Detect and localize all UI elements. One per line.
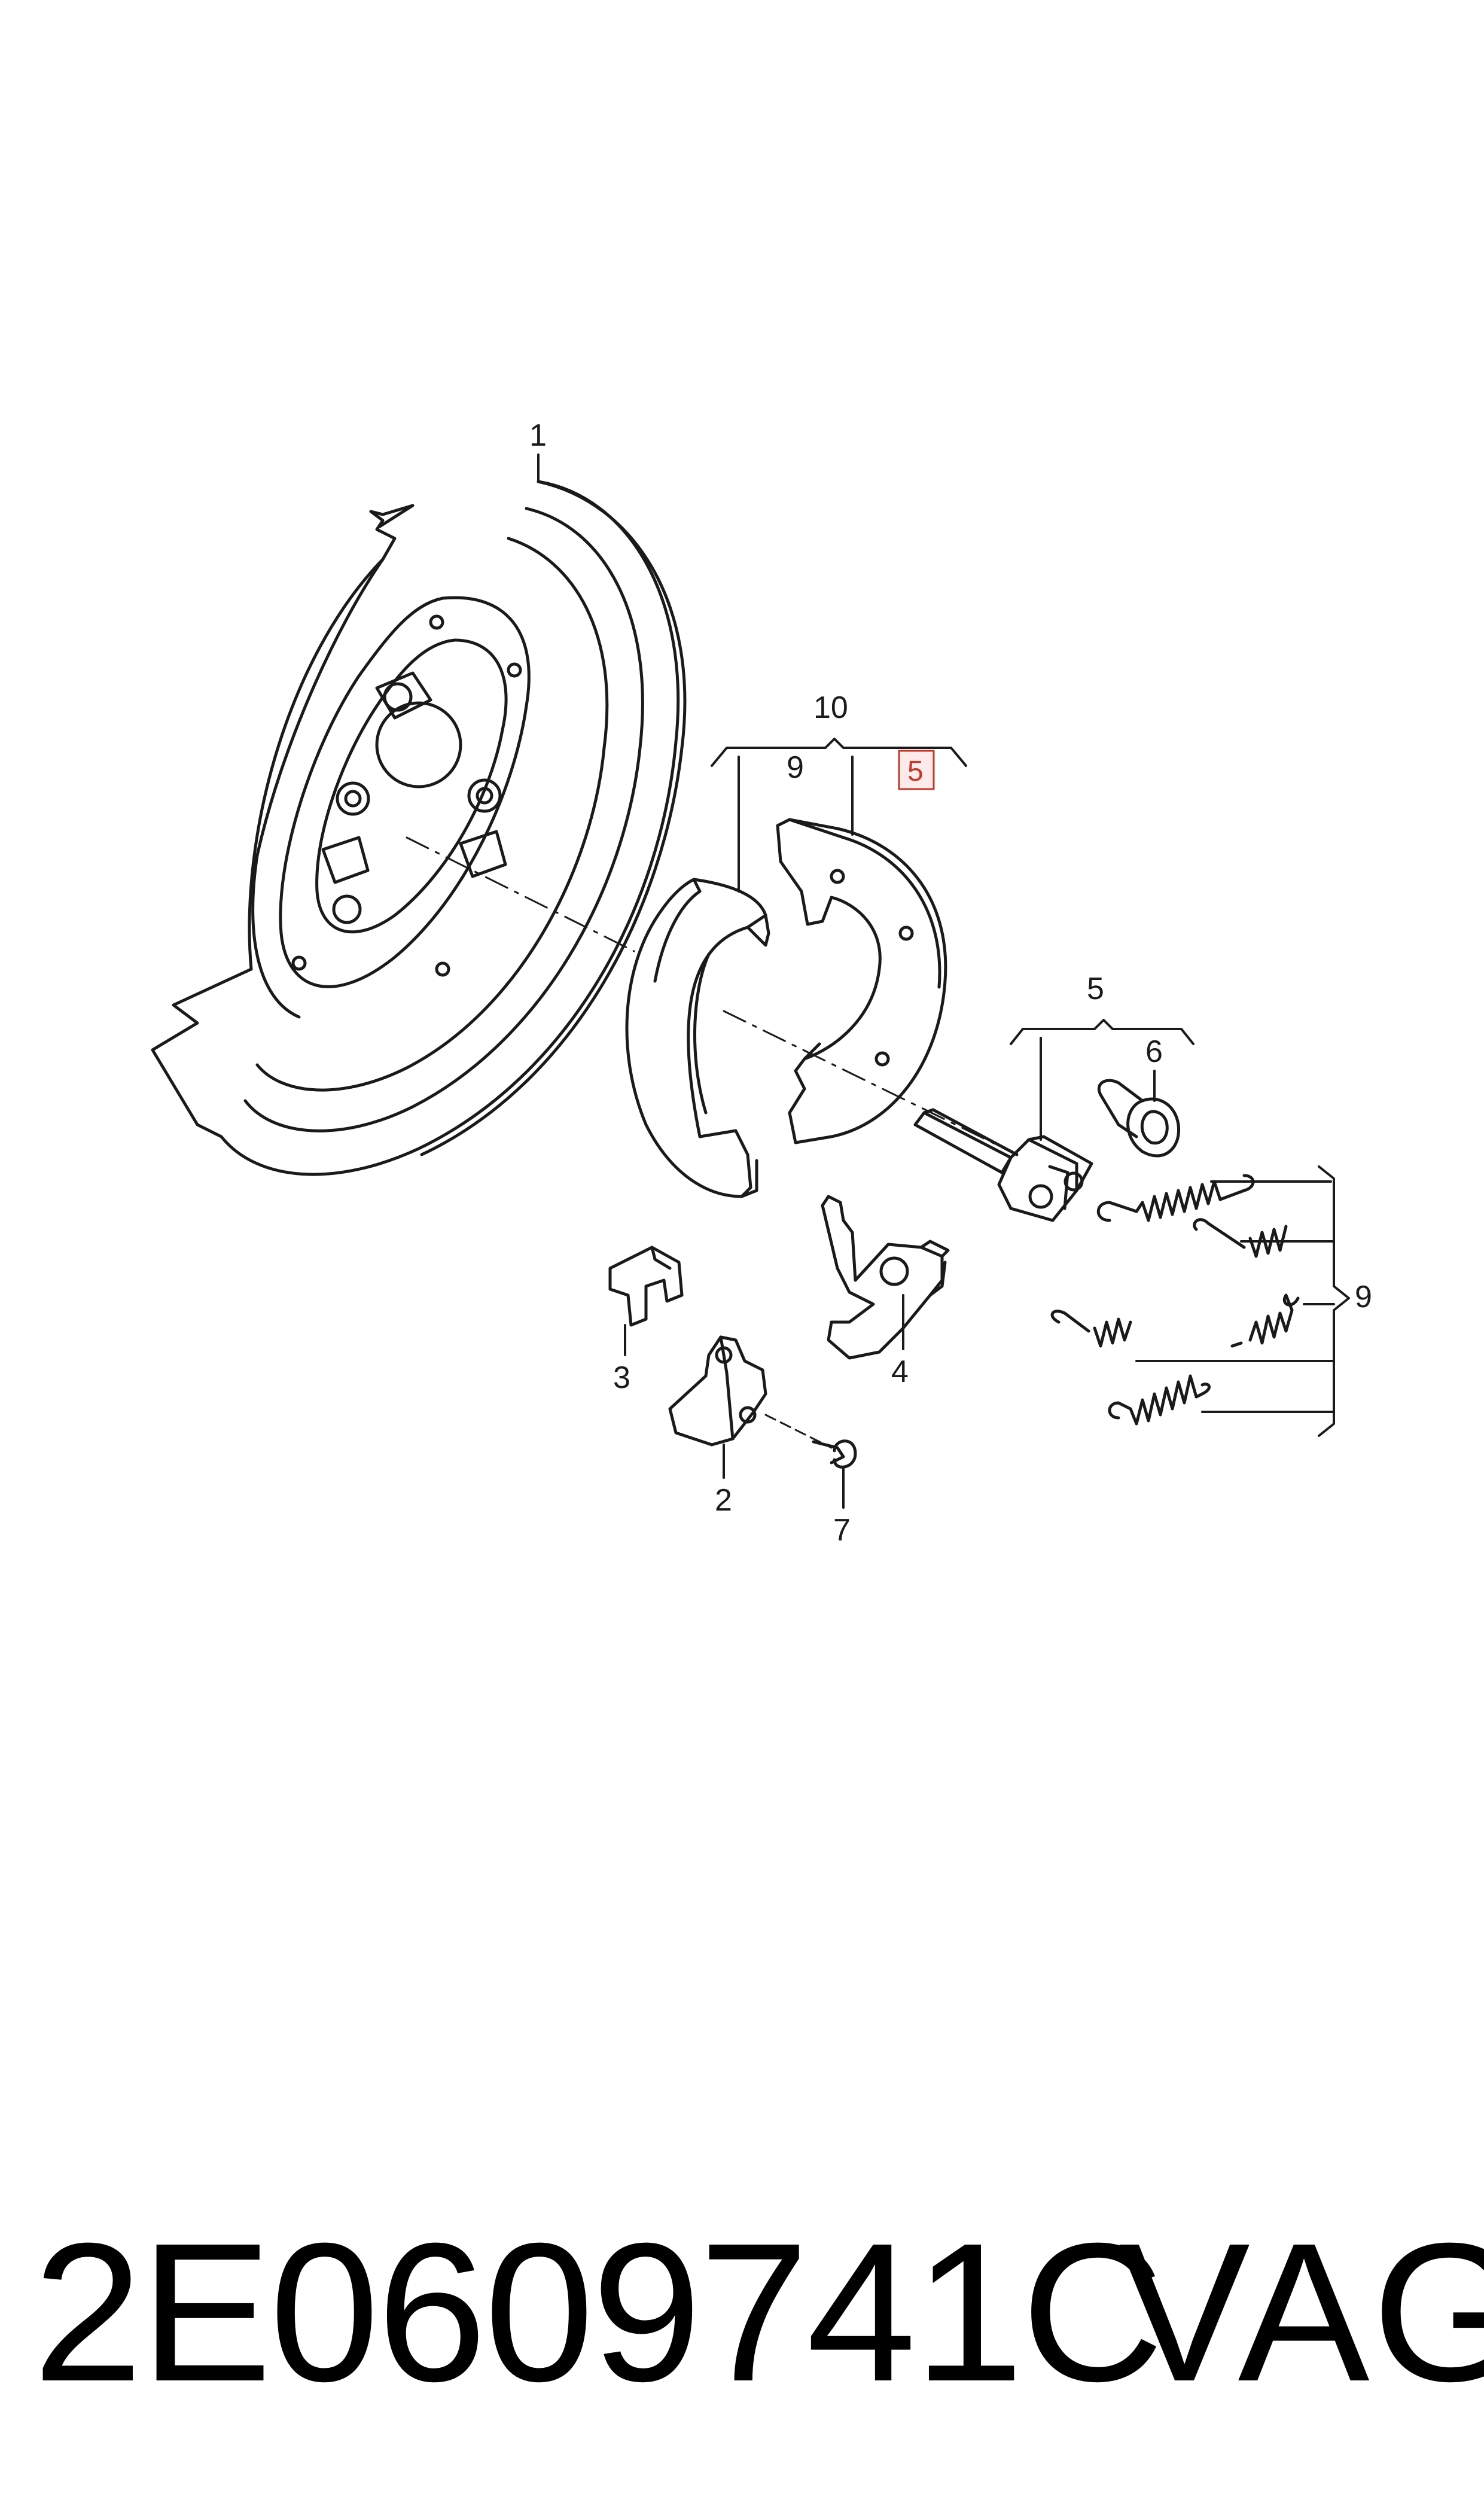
callout-9-shoes: 9 xyxy=(787,750,804,785)
mounting-bracket xyxy=(668,1335,767,1447)
callout-5: 5 xyxy=(1087,972,1104,1006)
callout-5-reference: 5 xyxy=(907,756,924,787)
brand-name: VAG xyxy=(1119,2202,1484,2422)
spring-group-bracket xyxy=(1135,1165,1350,1437)
expander-lever xyxy=(821,1195,950,1360)
adjuster-pin xyxy=(1097,1079,1181,1158)
part-number: 2E0609741C xyxy=(33,2202,1164,2422)
screw xyxy=(764,1414,857,1469)
axis-line xyxy=(406,836,1018,1156)
adjuster-assembly xyxy=(913,1108,1093,1222)
callout-1: 1 xyxy=(529,418,547,453)
leader-lines xyxy=(537,453,1194,1509)
exploded-view-drawing: 1 10 9 5 5 6 9 4 3 2 7 xyxy=(151,418,1372,1548)
callout-6: 6 xyxy=(1145,1034,1163,1069)
callout-4: 4 xyxy=(891,1354,909,1389)
callout-10: 10 xyxy=(813,690,848,725)
callout-3: 3 xyxy=(613,1360,630,1395)
backing-plate xyxy=(151,480,687,1176)
brake-shoe-rear xyxy=(776,818,947,1144)
callout-9-springs: 9 xyxy=(1355,1280,1372,1314)
callout-2: 2 xyxy=(715,1483,732,1518)
retaining-clip xyxy=(608,1246,684,1327)
spring-set xyxy=(1050,1174,1300,1426)
reference-box xyxy=(898,750,935,790)
callout-7: 7 xyxy=(833,1513,851,1548)
brake-shoe-front xyxy=(625,878,770,1198)
